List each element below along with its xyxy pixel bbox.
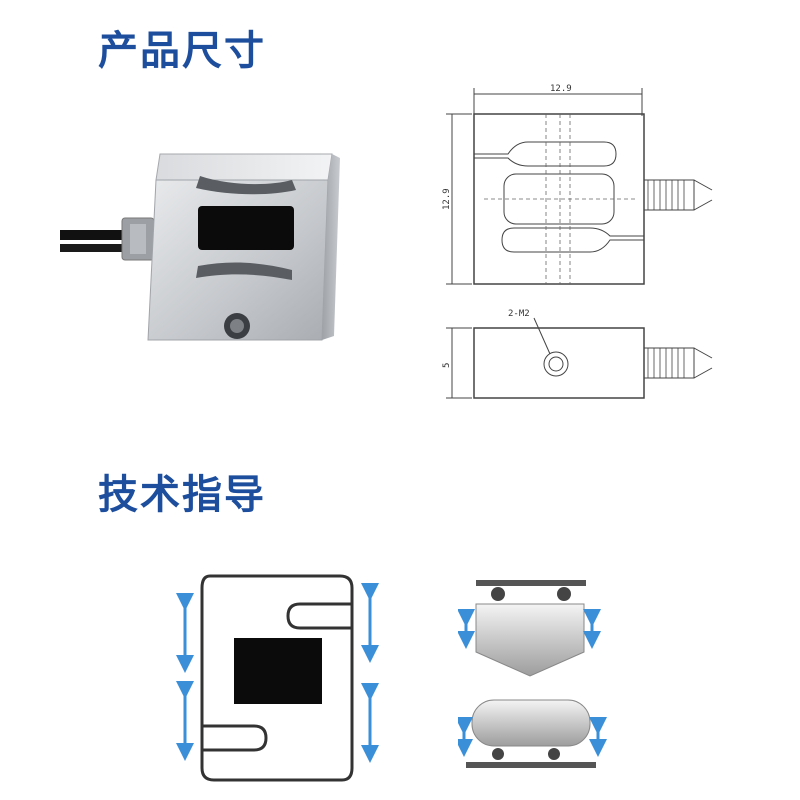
mounting-application-diagram — [458, 580, 607, 768]
technical-guide-heading: 技术指导 — [98, 472, 266, 518]
load-cell-product-photo — [60, 153, 340, 341]
side-view-drawing: 2-M2 5 — [442, 309, 713, 399]
product-dimensions-heading: 产品尺寸 — [98, 28, 266, 74]
width-dimension-label: 12.9 — [550, 84, 572, 94]
front-view-drawing: 12.9 12.9 — [442, 84, 713, 285]
depth-dimension-label: 5 — [442, 363, 452, 368]
height-dimension-label: 12.9 — [442, 188, 452, 210]
thread-label: 2-M2 — [508, 309, 530, 319]
s-diagram-window — [234, 638, 322, 704]
cable — [60, 230, 128, 240]
center-window — [198, 206, 294, 250]
double-headed-arrow-icon — [176, 583, 379, 763]
s-type-load-diagram — [176, 574, 379, 782]
